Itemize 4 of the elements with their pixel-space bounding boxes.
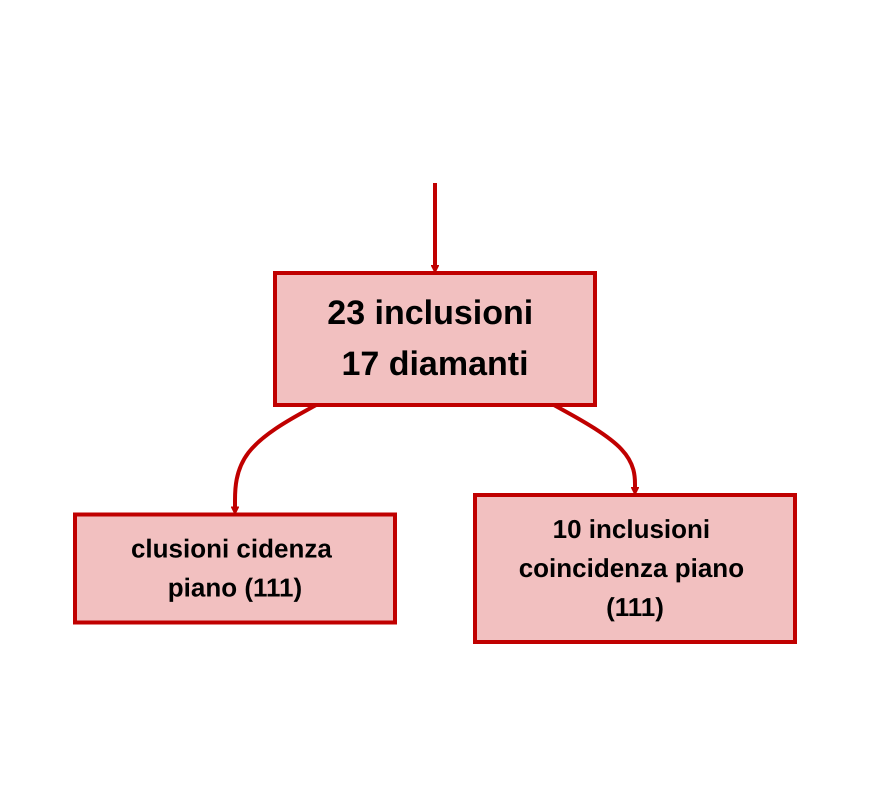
node-box: clusioni cidenza piano (111): [72, 512, 396, 624]
node-box: 10 inclusioni coincidenza piano (111): [472, 493, 796, 644]
node-box: 23 inclusioni 17 diamanti: [272, 271, 596, 407]
arrow: [430, 183, 439, 274]
